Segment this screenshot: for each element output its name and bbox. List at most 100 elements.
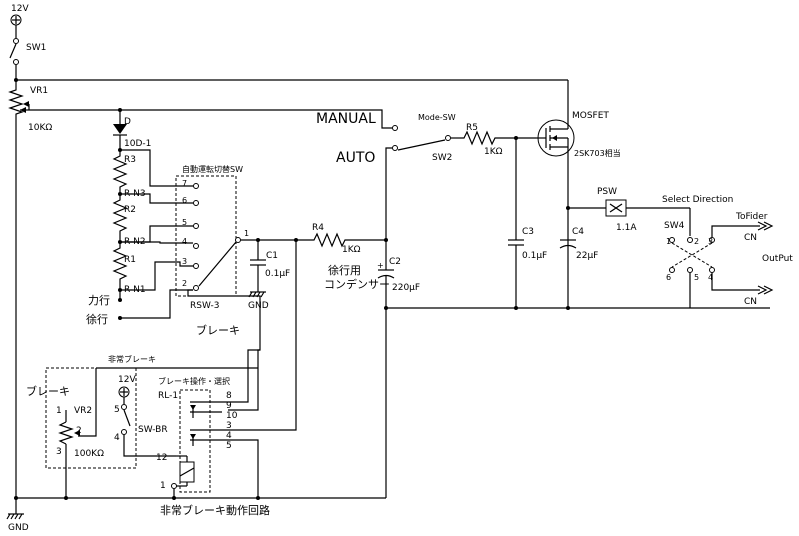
label-output: OutPut xyxy=(762,254,793,264)
vr2-pin-1: 1 xyxy=(56,406,62,416)
rsw-pin-3: 3 xyxy=(182,257,187,266)
label-c1-value: 0.1μF xyxy=(265,269,290,279)
swbr-pin-4: 4 xyxy=(114,433,120,443)
label-sw-br: SW-BR xyxy=(138,425,168,435)
label-brake-select: ブレーキ操作・選択 xyxy=(158,376,230,386)
diode-d: D 10D-1 xyxy=(113,110,151,150)
resistor-chain: R3 R-N3 R2 R-N2 R1 R-N1 xyxy=(112,148,146,300)
rsw-pin-5: 5 xyxy=(182,218,187,227)
label-mode-sw: Mode-SW xyxy=(418,113,456,122)
sw4-pin-5: 5 xyxy=(694,273,699,282)
sw4-pin-6: 6 xyxy=(666,273,671,282)
label-mosfet-part: 2SK703相当 xyxy=(574,148,621,158)
sw4-pin-4: 4 xyxy=(708,273,713,282)
rl1-pin-1: 1 xyxy=(160,481,166,491)
label-c4-value: 22μF xyxy=(576,251,598,261)
psw: PSW 1.1A xyxy=(568,187,691,236)
label-manual: MANUAL xyxy=(316,111,376,127)
c4: C4 22μF xyxy=(559,206,598,261)
label-r5-value: 1KΩ xyxy=(484,147,503,157)
label-c2: C2 xyxy=(389,257,401,267)
label-r3: R3 xyxy=(124,155,136,165)
label-auto: AUTO xyxy=(336,150,375,166)
vr2-pin-2: 2 xyxy=(76,426,82,436)
label-cn-bottom: CN xyxy=(744,297,757,307)
r4: R4 1KΩ xyxy=(310,223,386,255)
rl1-pin-8: 8 xyxy=(226,391,232,401)
label-cn-top: CN xyxy=(744,233,757,243)
rl1-pin-3: 3 xyxy=(226,421,232,431)
label-brake: ブレーキ xyxy=(196,323,240,337)
label-psw-value: 1.1A xyxy=(616,223,637,233)
c3: C3 0.1μF xyxy=(508,138,547,308)
label-rl1: RL-1 xyxy=(158,391,178,401)
rsw-pin-7: 7 xyxy=(182,179,187,188)
rl1-pin-10: 10 xyxy=(226,411,238,421)
label-c1: C1 xyxy=(266,251,278,261)
c1: C1 0.1μF GND xyxy=(248,240,290,311)
sw4-pin-2: 2 xyxy=(694,237,699,246)
label-10d1: 10D-1 xyxy=(124,139,151,149)
power-input: 12V xyxy=(10,4,29,38)
rl1-pin-5: 5 xyxy=(226,441,232,451)
label-sw4: SW4 xyxy=(664,221,685,231)
vr2: 1 VR2 2 3 100KΩ xyxy=(45,367,137,498)
sw2: MANUAL AUTO Mode-SW SW2 xyxy=(316,111,460,166)
rsw3: 自動運転切替SW 7 6 5 4 3 2 1 RSW-3 xyxy=(175,164,249,311)
label-vr1-value: 10KΩ xyxy=(28,123,52,133)
rl1: ブレーキ操作・選択 RL-1 8 9 10 3 4 5 12 1 xyxy=(156,376,238,493)
rl1-pin-4: 4 xyxy=(226,431,232,441)
sw1: SW1 xyxy=(9,38,46,84)
label-coast: 徐行 xyxy=(86,312,108,326)
label-power-run: 力行 xyxy=(88,294,110,307)
label-to-fider: ToFider xyxy=(735,212,768,222)
sw4-pin-1: 1 xyxy=(666,237,671,246)
label-sw2: SW2 xyxy=(432,153,452,163)
label-12v-top: 12V xyxy=(11,4,29,14)
label-emergency-brake: 非常ブレーキ xyxy=(108,354,156,364)
rl1-pin-12: 12 xyxy=(156,453,167,463)
label-mosfet: MOSFET xyxy=(572,111,609,121)
vr1: VR1 10KΩ xyxy=(8,84,52,133)
label-c2-value: 220μF xyxy=(392,283,420,293)
label-c3-value: 0.1μF xyxy=(522,251,547,261)
vr2-pin-3: 3 xyxy=(56,447,62,457)
label-rsw3: RSW-3 xyxy=(190,301,219,311)
label-c3: C3 xyxy=(522,227,534,237)
label-vr2-value: 100KΩ xyxy=(74,449,104,459)
rsw-pin-4: 4 xyxy=(182,237,187,246)
label-auto-sw: 自動運転切替SW xyxy=(182,164,243,174)
label-r4: R4 xyxy=(312,223,324,233)
label-r1: R1 xyxy=(124,255,136,265)
label-vr2: VR2 xyxy=(74,406,92,416)
label-diode: D xyxy=(124,117,131,127)
r5: R5 1KΩ xyxy=(460,123,536,157)
label-brake-left: ブレーキ xyxy=(26,384,70,398)
label-sw1: SW1 xyxy=(26,43,46,53)
label-psw: PSW xyxy=(597,187,617,197)
label-r5: R5 xyxy=(466,123,478,133)
label-gnd: GND xyxy=(8,523,29,533)
label-c4: C4 xyxy=(572,227,584,237)
svg-text:+: + xyxy=(377,261,384,270)
gnd-symbol: GND xyxy=(6,513,29,533)
label-vr1: VR1 xyxy=(30,86,48,96)
sw4-pin-3: 3 xyxy=(708,237,713,246)
label-coast-cap-1: 徐行用 xyxy=(328,263,361,277)
rl1-pin-9: 9 xyxy=(226,401,232,411)
label-r2: R2 xyxy=(124,205,136,215)
sw4: Select Direction SW4 2 3 1 6 5 4 xyxy=(662,195,733,308)
label-emergency-circuit: 非常ブレーキ動作回路 xyxy=(160,503,270,517)
label-r4-value: 1KΩ xyxy=(342,245,361,255)
swbr-pin-5: 5 xyxy=(114,405,120,415)
rsw-pin-6: 6 xyxy=(182,196,187,205)
rsw-pin-1: 1 xyxy=(244,229,249,238)
label-12v-br: 12V xyxy=(118,375,136,385)
c2: C2 220μF + xyxy=(377,240,420,308)
label-coast-cap-2: コンデンサー xyxy=(324,277,390,291)
label-select-direction: Select Direction xyxy=(662,195,733,205)
mosfet: MOSFET 2SK703相当 xyxy=(536,111,621,158)
sw-br: 12V 5 4 SW-BR xyxy=(114,375,176,457)
rsw-pin-2: 2 xyxy=(182,279,187,288)
